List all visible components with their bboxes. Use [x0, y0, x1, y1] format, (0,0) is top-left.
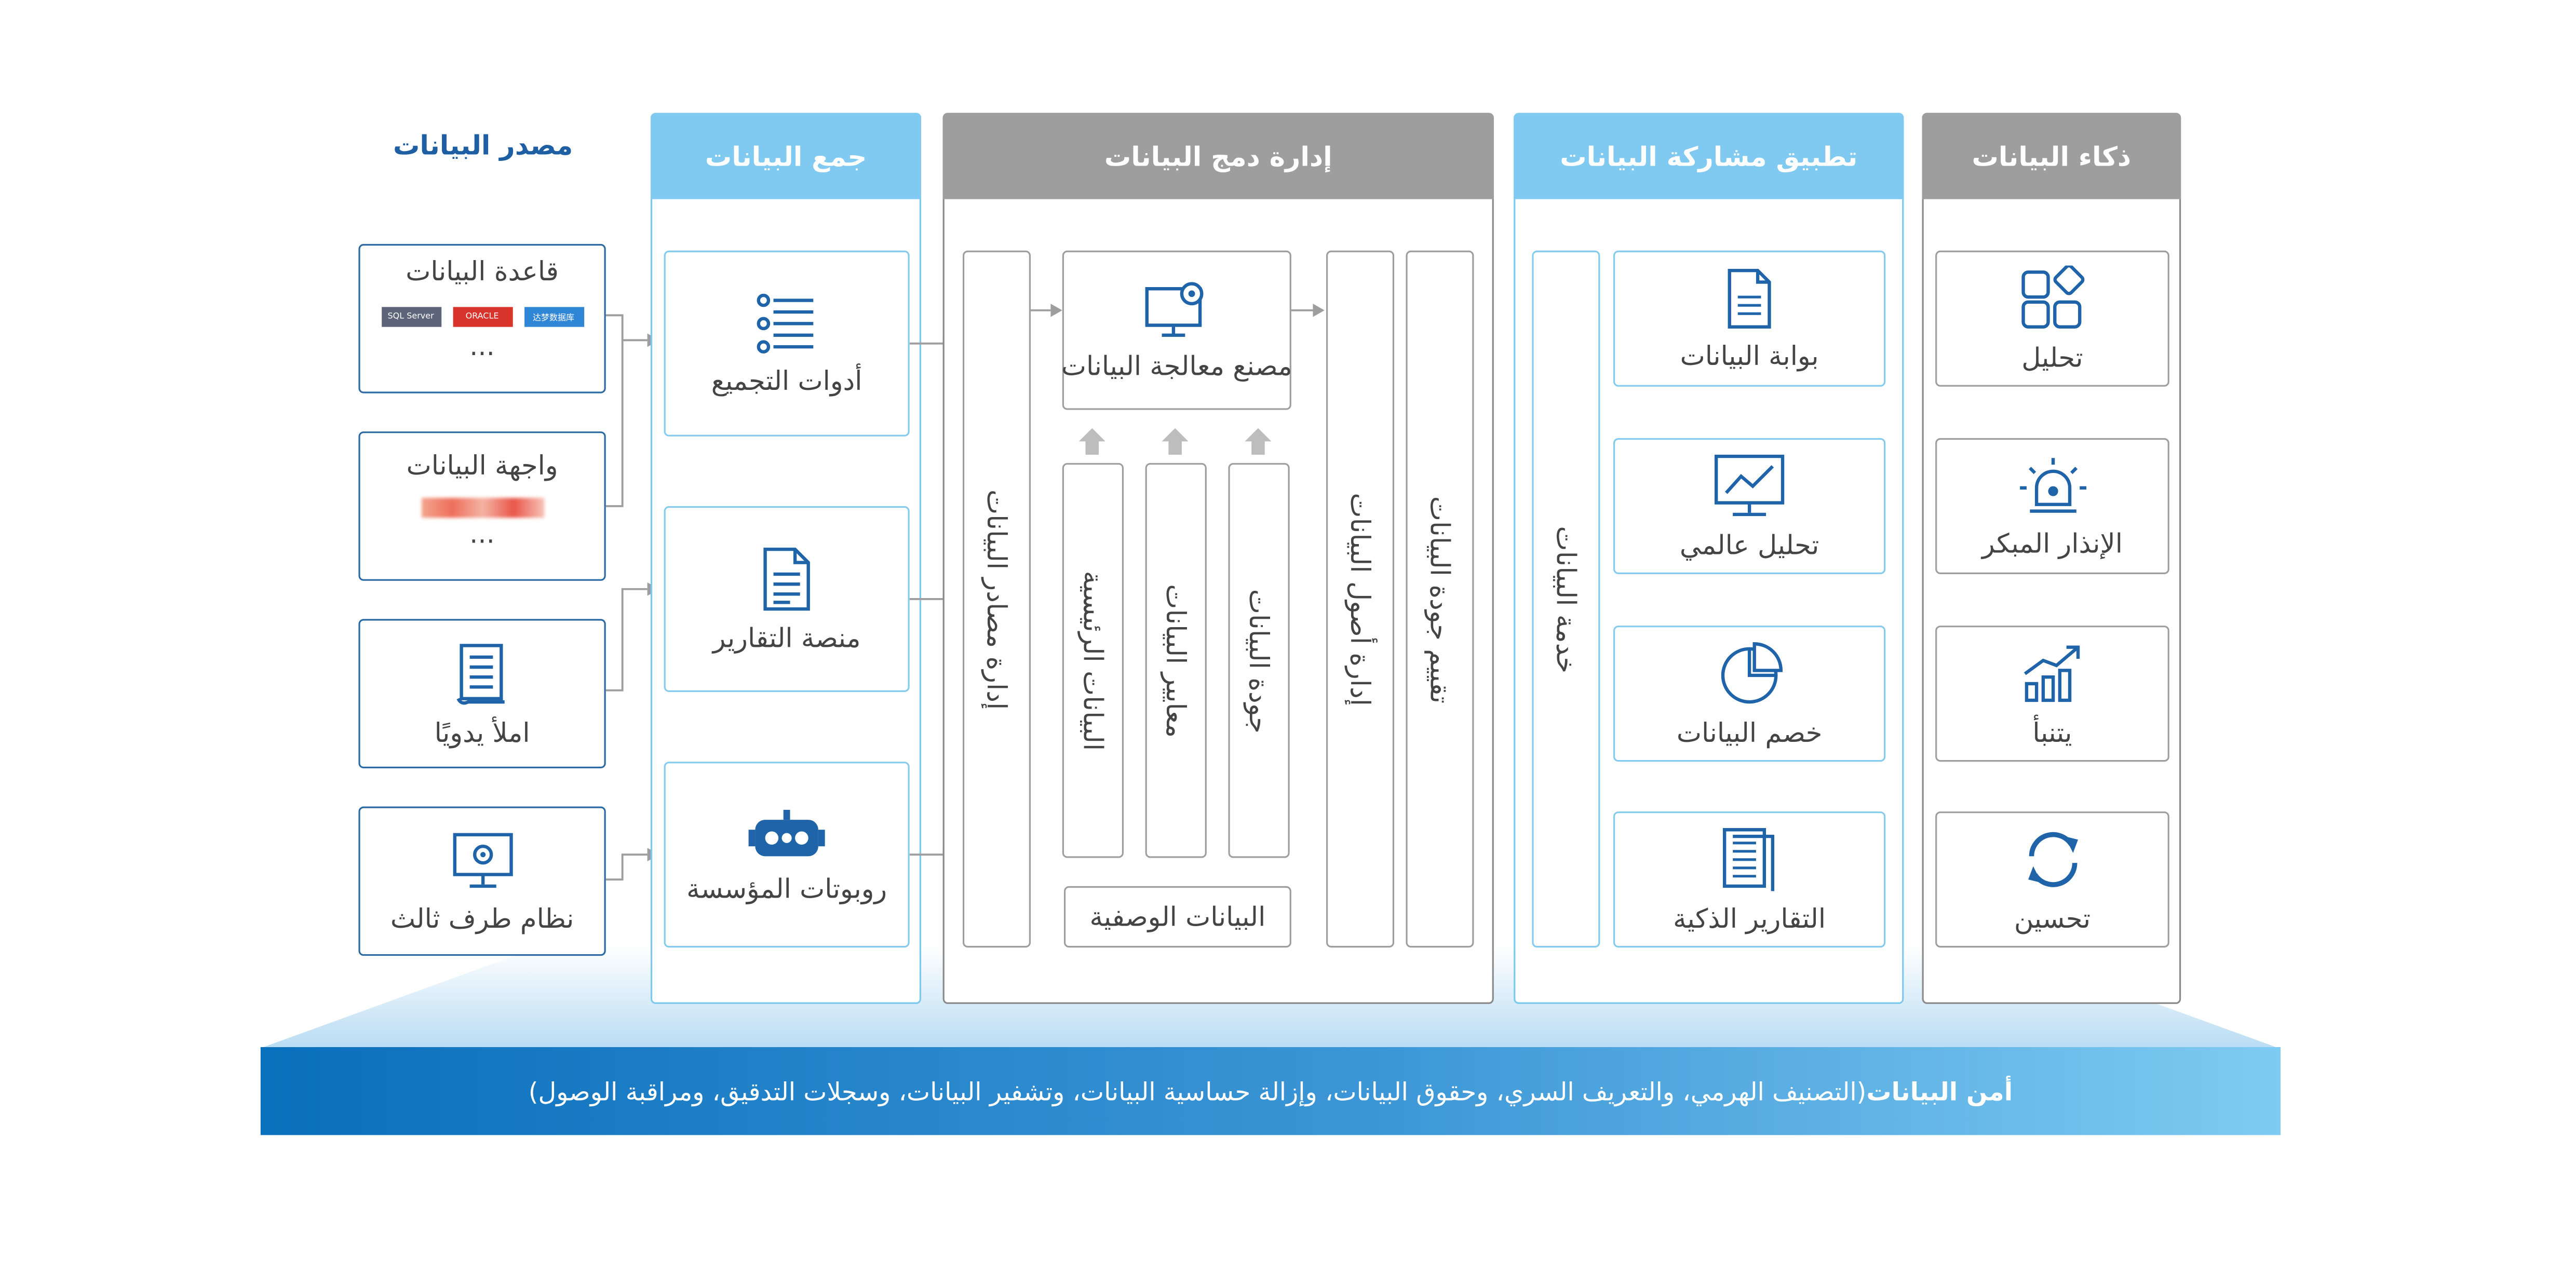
source-api-more: ...	[469, 518, 495, 550]
metadata-up-arrows	[1078, 428, 1272, 455]
collection-robots-label: روبوتات المؤسسة	[686, 872, 887, 904]
metadata[interactable]: البيانات الوصفية	[1063, 886, 1291, 948]
quality-evaluation-label: تقييم جودة البيانات	[1424, 495, 1456, 703]
robot-icon	[747, 806, 826, 862]
source-connectors	[605, 314, 661, 881]
factory-arrow-out	[1291, 303, 1325, 317]
asset-management-label: إدارة أصول البيانات	[1344, 492, 1376, 706]
report-document-icon	[759, 545, 815, 612]
source-database-label: قاعدة البيانات	[406, 255, 559, 287]
document-list-icon	[452, 640, 512, 706]
collection-tools-label: أدوات التجميع	[711, 364, 862, 396]
alarm-light-icon	[2016, 454, 2089, 517]
data-portal-label: بوابة البيانات	[1680, 339, 1819, 371]
security-detail: (التصنيف الهرمي، والتعريف السري، وحقوق ا…	[528, 1076, 1867, 1106]
data-service-label: خدمة البيانات	[1550, 525, 1582, 673]
asset-management[interactable]: إدارة أصول البيانات	[1326, 250, 1395, 948]
factory-arrow-in	[1031, 303, 1062, 317]
data-discount-label: خصم البيانات	[1676, 716, 1823, 748]
metadata-label: البيانات الوصفية	[1089, 901, 1266, 933]
global-analysis[interactable]: تحليل عالمي	[1613, 438, 1886, 574]
collection-tools[interactable]: أدوات التجميع	[664, 250, 910, 437]
dameng-logo: 达梦数据库	[523, 307, 584, 327]
source-management[interactable]: إدارة مصادر البيانات	[962, 250, 1031, 948]
refresh-icon	[2019, 825, 2086, 892]
data-service[interactable]: خدمة البيانات	[1532, 250, 1600, 948]
stacked-documents-icon	[1718, 825, 1781, 892]
source-database[interactable]: قاعدة البيانات SQL Server ORACLE 达梦数据库 .…	[358, 243, 606, 394]
data-portal[interactable]: بوابة البيانات	[1613, 250, 1886, 387]
intel-analysis[interactable]: تحليل	[1935, 250, 2169, 387]
document-icon	[1724, 266, 1774, 329]
source-third-party[interactable]: نظام طرف ثالث	[358, 806, 606, 956]
data-quality-label: جودة البيانات	[1243, 588, 1275, 733]
sharing-header: تطبيق مشاركة البيانات	[1514, 113, 1904, 199]
collection-reports-label: منصة التقارير	[712, 621, 861, 653]
optimize-label: تحسين	[2014, 902, 2091, 934]
source-database-more: ...	[469, 330, 495, 362]
smart-reports-label: التقارير الذكية	[1673, 902, 1826, 934]
intel-analysis-label: تحليل	[2021, 341, 2083, 373]
monitor-gear-icon	[1143, 280, 1210, 340]
source-management-label: إدارة مصادر البيانات	[981, 489, 1013, 710]
source-manual[interactable]: املأ يدويًا	[358, 619, 606, 768]
apps-grid-icon	[2019, 263, 2086, 331]
api-logo-blurred	[421, 497, 544, 518]
data-quality[interactable]: جودة البيانات	[1228, 463, 1290, 858]
predict-label: يتنبأ	[2032, 716, 2072, 748]
master-data[interactable]: البيانات الرئيسية	[1062, 463, 1124, 858]
sqlserver-logo: SQL Server	[381, 307, 441, 327]
source-api[interactable]: واجهة البيانات ...	[358, 431, 606, 581]
source-api-label: واجهة البيانات	[406, 450, 558, 481]
security-banner: أمن البيانات (التصنيف الهرمي، والتعريف ا…	[260, 1047, 2281, 1135]
data-discount[interactable]: خصم البيانات	[1613, 626, 1886, 762]
predict[interactable]: يتنبأ	[1935, 626, 2169, 762]
collection-reports[interactable]: منصة التقارير	[664, 506, 910, 692]
early-warning[interactable]: الإنذار المبكر	[1935, 438, 2169, 574]
source-title: مصدر البيانات	[393, 129, 573, 161]
early-warning-label: الإنذار المبكر	[1982, 526, 2123, 559]
smart-reports[interactable]: التقارير الذكية	[1613, 811, 1886, 948]
list-icon	[753, 291, 820, 354]
collection-robots[interactable]: روبوتات المؤسسة	[664, 762, 910, 948]
presentation-chart-icon	[1713, 452, 1786, 519]
growth-chart-icon	[2019, 640, 2086, 706]
monitor-gear-icon	[449, 829, 516, 892]
processing-factory[interactable]: مصنع معالجة البيانات	[1061, 250, 1292, 410]
intelligence-header: ذكاء البيانات	[1922, 113, 2181, 199]
global-analysis-label: تحليل عالمي	[1679, 528, 1819, 560]
master-data-label: البيانات الرئيسية	[1077, 570, 1109, 751]
source-manual-label: املأ يدويًا	[434, 716, 530, 748]
source-third-party-label: نظام طرف ثالث	[390, 902, 574, 934]
pie-chart-icon	[1716, 640, 1783, 706]
security-title: أمن البيانات	[1866, 1076, 2013, 1106]
integration-header: إدارة دمج البيانات	[942, 113, 1494, 199]
data-standards[interactable]: معايير البيانات	[1145, 463, 1207, 858]
data-standards-label: معايير البيانات	[1160, 584, 1192, 738]
oracle-logo: ORACLE	[452, 307, 512, 327]
collection-header: جمع البيانات	[651, 113, 922, 199]
quality-evaluation[interactable]: تقييم جودة البيانات	[1406, 250, 1474, 948]
optimize[interactable]: تحسين	[1935, 811, 2169, 948]
processing-factory-label: مصنع معالجة البيانات	[1061, 349, 1292, 381]
